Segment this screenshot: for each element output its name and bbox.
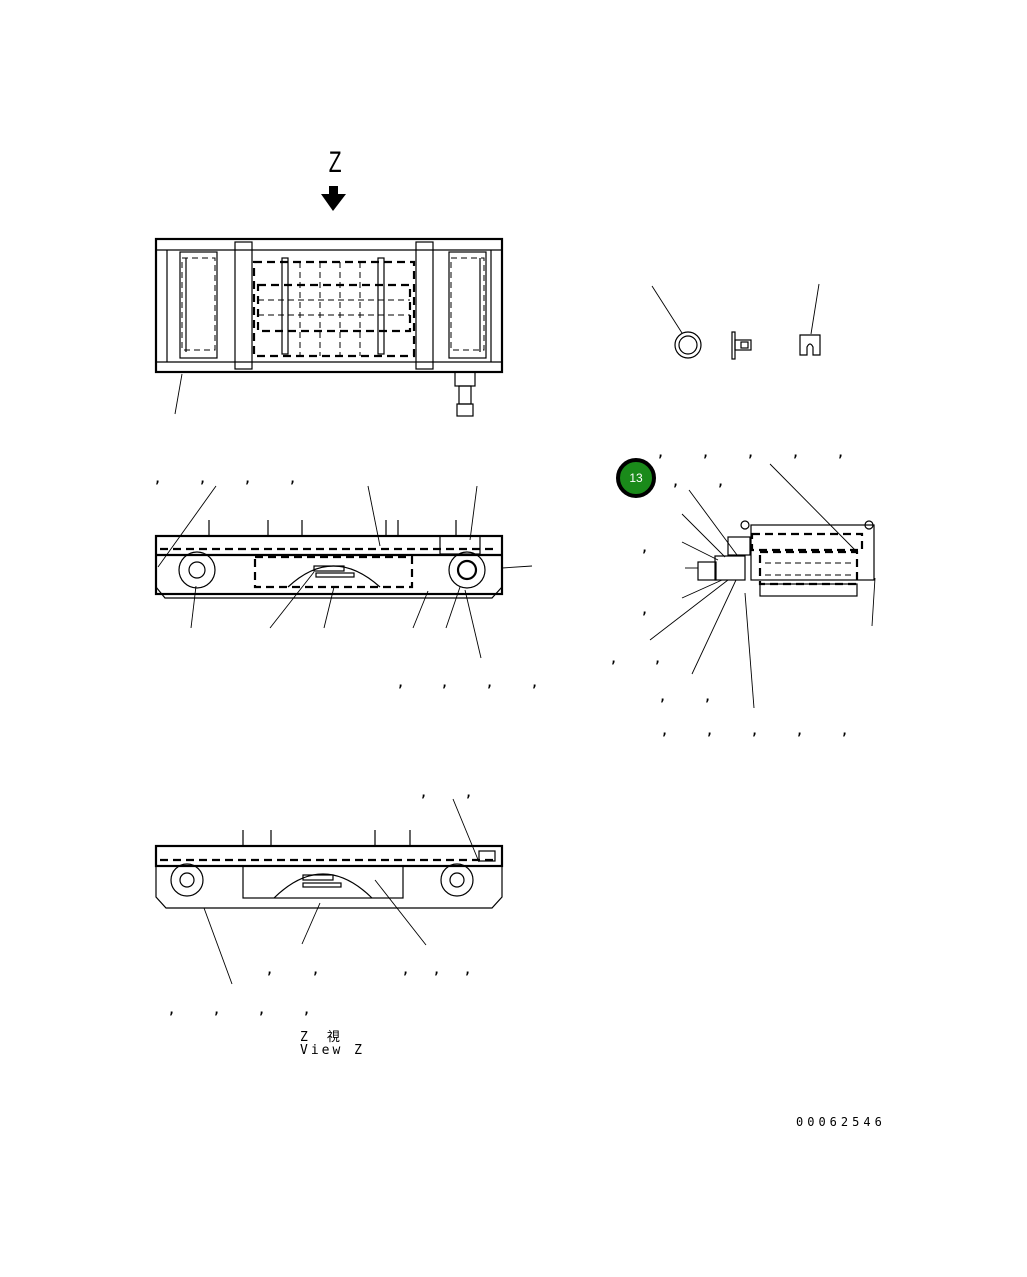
label-marker: , [303, 1003, 311, 1017]
label-marker: , [420, 786, 428, 800]
detail-parts [651, 283, 821, 360]
label-marker: , [266, 963, 274, 977]
label-marker: , [464, 963, 472, 977]
top-view [154, 237, 504, 417]
label-marker: , [792, 446, 800, 460]
view-caption-jp: Z 視 [300, 1030, 343, 1045]
label-marker: , [657, 446, 665, 460]
label-marker: , [841, 724, 849, 738]
label-marker: , [837, 446, 845, 460]
label-marker: , [717, 475, 725, 489]
label-marker: , [610, 652, 618, 666]
drawing-number: 00062546 [796, 1115, 886, 1129]
label-marker: , [258, 1003, 266, 1017]
label-marker: , [654, 652, 662, 666]
label-marker: , [199, 472, 207, 486]
callout-badge-label: 13 [629, 471, 643, 485]
label-marker: , [465, 786, 473, 800]
label-marker: , [486, 676, 494, 690]
label-marker: , [641, 541, 649, 555]
label-marker: , [704, 690, 712, 704]
label-marker: , [154, 472, 162, 486]
label-marker: , [659, 690, 667, 704]
label-marker: , [402, 963, 410, 977]
label-marker: , [747, 446, 755, 460]
label-marker: , [702, 446, 710, 460]
label-marker: , [441, 676, 449, 690]
label-marker: , [312, 963, 320, 977]
label-marker: , [397, 676, 405, 690]
label-marker: , [433, 963, 441, 977]
label-marker: , [213, 1003, 221, 1017]
label-marker: , [672, 475, 680, 489]
view-caption-en: View Z [300, 1043, 365, 1058]
view-arrow-label: Z [328, 146, 342, 179]
label-marker: , [641, 603, 649, 617]
side-view [154, 485, 533, 659]
end-view [649, 463, 876, 709]
label-marker: , [244, 472, 252, 486]
view-z-side [154, 798, 504, 985]
label-marker: , [531, 676, 539, 690]
view-z-arrow-icon [321, 186, 346, 211]
label-marker: , [796, 724, 804, 738]
label-marker: , [168, 1003, 176, 1017]
label-marker: , [751, 724, 759, 738]
callout-badge[interactable]: 13 [616, 458, 656, 498]
label-marker: , [289, 472, 297, 486]
label-marker: , [706, 724, 714, 738]
label-marker: , [661, 724, 669, 738]
